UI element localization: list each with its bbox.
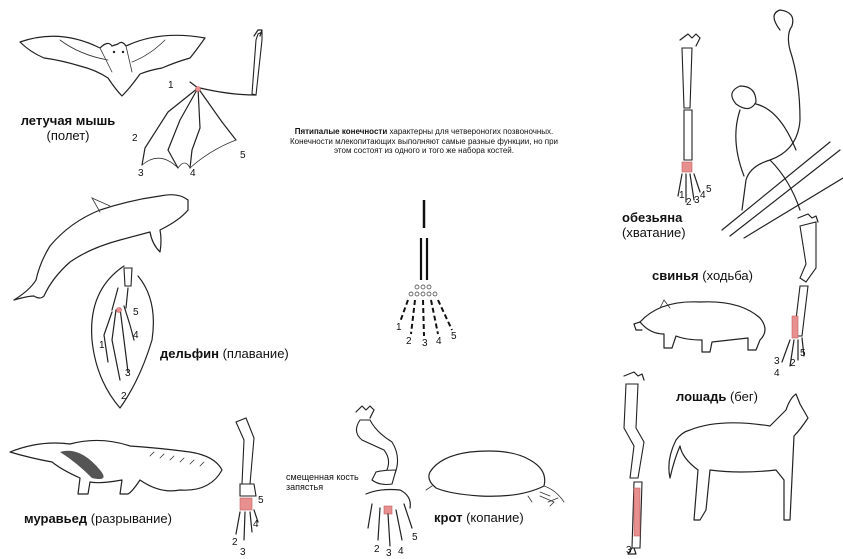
caption-bold: Пятипалые конечности <box>295 127 388 136</box>
mole-name: крот <box>434 510 462 525</box>
pig-illustration <box>634 300 765 352</box>
bat-digit-1: 1 <box>168 80 174 91</box>
bat-label: летучая мышь (полет) <box>4 113 132 143</box>
pig-limb-skeleton <box>782 214 818 366</box>
bat-function: (полет) <box>47 128 90 143</box>
bat-digit-3: 3 <box>138 168 144 179</box>
horse-label: лошадь (бег) <box>676 389 758 404</box>
anteater-digit-2: 2 <box>232 537 238 548</box>
anteater-digit-3: 3 <box>240 547 246 558</box>
anteater-label: муравьед (разрывание) <box>24 511 172 526</box>
pig-digit-5: 5 <box>800 348 806 359</box>
bat-digit-4: 4 <box>190 168 196 179</box>
anteater-illustration <box>10 440 222 494</box>
schema-digit-1: 1 <box>396 322 402 333</box>
bat-digit-5: 5 <box>240 150 246 161</box>
schema-digit-5: 5 <box>451 331 457 342</box>
bat-wing-skeleton <box>142 30 262 168</box>
caption-text: Пятипалые конечности характерны для четв… <box>282 127 566 156</box>
horse-illustration <box>669 394 808 520</box>
dolphin-digit-4: 4 <box>133 330 139 341</box>
bat-illustration <box>20 35 205 96</box>
schema-digit-2: 2 <box>406 336 412 347</box>
anteater-digit-4: 4 <box>253 519 259 530</box>
dolphin-digit-1: 1 <box>99 340 105 351</box>
mole-digit-4: 4 <box>398 546 404 557</box>
dolphin-function: (плавание) <box>223 346 289 361</box>
monkey-illustration <box>722 10 843 238</box>
mole-carpal-note: смещенная кость запястья <box>286 472 370 492</box>
generalized-limb-schema <box>400 200 452 336</box>
dolphin-flipper-skeleton <box>92 266 154 408</box>
monkey-digit-5: 5 <box>706 184 712 195</box>
monkey-digit-3: 3 <box>694 195 700 206</box>
mole-digit-2: 2 <box>374 544 380 555</box>
schema-digit-3: 3 <box>422 338 428 349</box>
pig-digit-2: 2 <box>790 358 796 369</box>
dolphin-digit-3: 3 <box>125 368 131 379</box>
mole-illustration <box>426 451 564 506</box>
bat-digit-2: 2 <box>132 133 138 144</box>
dolphin-digit-2: 2 <box>121 391 127 402</box>
anteater-function: (разрывание) <box>91 511 172 526</box>
dolphin-illustration <box>14 195 188 300</box>
dolphin-label: дельфин (плавание) <box>160 346 289 361</box>
monkey-name: обезьяна <box>622 210 682 225</box>
bat-name: летучая мышь <box>21 113 116 128</box>
anteater-name: муравьед <box>24 511 87 526</box>
monkey-label: обезьяна (хватание) <box>622 210 686 240</box>
monkey-digit-4: 4 <box>700 190 706 201</box>
monkey-limb-skeleton <box>678 34 700 202</box>
mole-label: крот (копание) <box>434 510 524 525</box>
pig-label: свинья (ходьба) <box>652 268 753 283</box>
mole-function: (копание) <box>466 510 524 525</box>
mole-digit-3: 3 <box>386 548 392 559</box>
horse-name: лошадь <box>676 389 726 404</box>
pig-function: (ходьба) <box>702 268 753 283</box>
anteater-digit-5: 5 <box>258 495 264 506</box>
horse-digit-3: 3 <box>626 545 632 556</box>
dolphin-digit-5: 5 <box>133 307 139 318</box>
pig-name: свинья <box>652 268 699 283</box>
monkey-digit-1: 1 <box>679 190 685 201</box>
schema-digit-4: 4 <box>436 336 442 347</box>
monkey-digit-2: 2 <box>686 197 692 208</box>
horse-limb-skeleton <box>624 372 644 554</box>
monkey-function: (хватание) <box>622 225 686 240</box>
horse-function: (бег) <box>730 389 758 404</box>
pig-digit-3: 3 <box>774 356 780 367</box>
dolphin-name: дельфин <box>160 346 219 361</box>
mole-digit-5: 5 <box>412 532 418 543</box>
pig-digit-4: 4 <box>774 368 780 379</box>
